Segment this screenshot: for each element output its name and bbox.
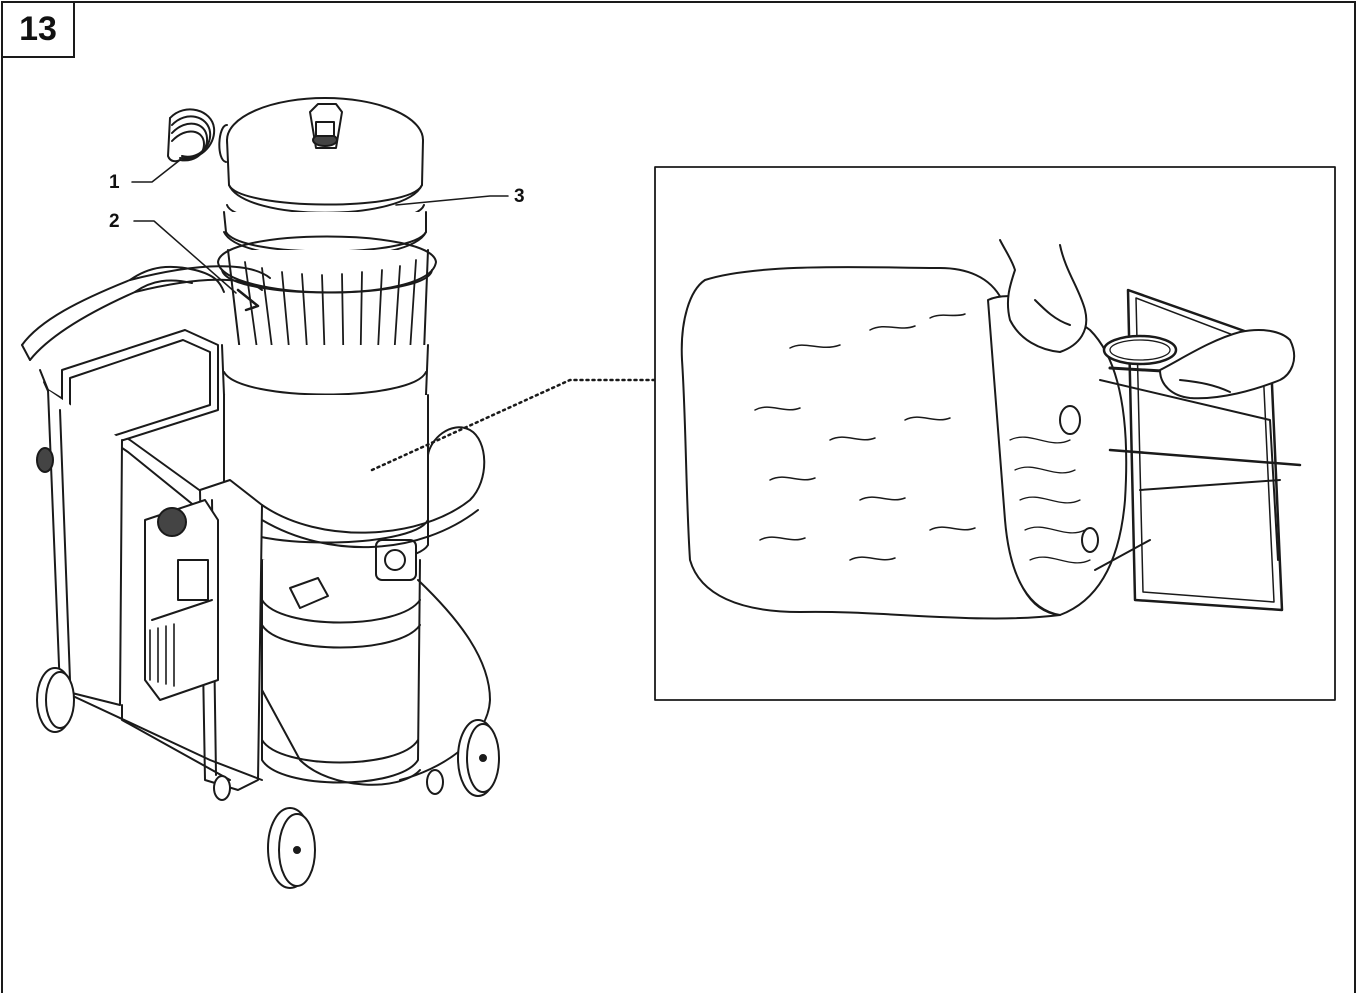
- leader-lines: [131, 159, 509, 294]
- hose-coil: [167, 108, 216, 163]
- figure-number: 13: [1, 1, 75, 58]
- wheels: [36, 447, 500, 889]
- detail-view: [654, 166, 1336, 701]
- callout-2: 2: [109, 211, 120, 232]
- callout-3: 3: [514, 186, 525, 207]
- bag-frame: [1126, 288, 1284, 612]
- callout-1: 1: [109, 172, 120, 193]
- detail-connector-line: [370, 378, 657, 472]
- cart-frame: [21, 265, 491, 791]
- clamp-ring: [1102, 334, 1178, 366]
